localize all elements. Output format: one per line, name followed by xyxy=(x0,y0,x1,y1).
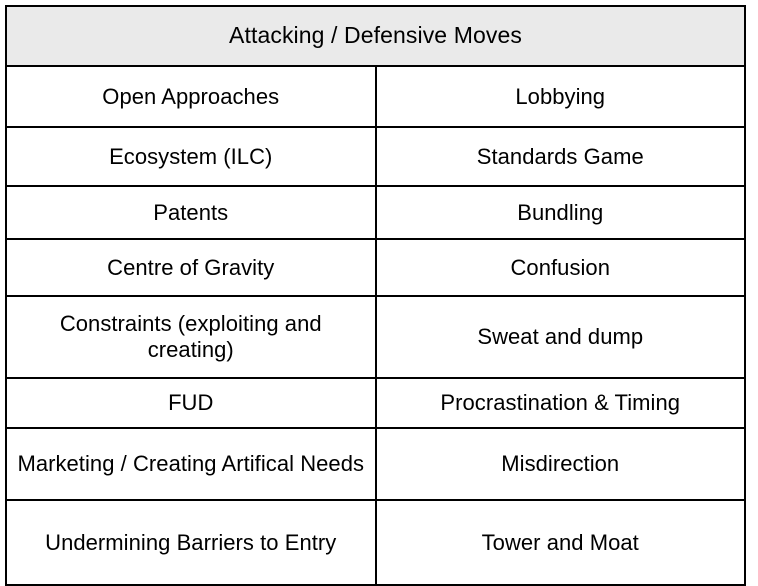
move-cell-left: Open Approaches xyxy=(5,65,377,128)
move-cell-left: Marketing / Creating Artifical Needs xyxy=(5,427,377,501)
move-cell-right: Bundling xyxy=(374,185,746,240)
move-cell-right: Standards Game xyxy=(374,126,746,187)
move-cell-left: Undermining Barriers to Entry xyxy=(5,499,377,586)
table-row: Centre of Gravity Confusion xyxy=(5,238,746,297)
table-row: Undermining Barriers to Entry Tower and … xyxy=(5,499,746,586)
table-header: Attacking / Defensive Moves xyxy=(5,5,746,67)
header-row: Attacking / Defensive Moves xyxy=(5,5,746,67)
table-row: Open Approaches Lobbying xyxy=(5,65,746,128)
table-title: Attacking / Defensive Moves xyxy=(5,5,746,67)
attacking-defensive-moves-table: Attacking / Defensive Moves Open Approac… xyxy=(5,5,746,586)
move-cell-right: Misdirection xyxy=(374,427,746,501)
table-row: Patents Bundling xyxy=(5,185,746,240)
move-cell-left: FUD xyxy=(5,377,377,429)
move-cell-right: Confusion xyxy=(374,238,746,297)
move-cell-left: Centre of Gravity xyxy=(5,238,377,297)
table-body: Open Approaches Lobbying Ecosystem (ILC)… xyxy=(5,65,746,586)
move-cell-left: Patents xyxy=(5,185,377,240)
table-row: Marketing / Creating Artifical Needs Mis… xyxy=(5,427,746,501)
move-cell-left: Constraints (exploiting and creating) xyxy=(5,295,377,379)
table-row: Constraints (exploiting and creating) Sw… xyxy=(5,295,746,379)
move-cell-right: Lobbying xyxy=(374,65,746,128)
move-cell-right: Sweat and dump xyxy=(374,295,746,379)
move-cell-left: Ecosystem (ILC) xyxy=(5,126,377,187)
table-row: FUD Procrastination & Timing xyxy=(5,377,746,429)
move-cell-right: Procrastination & Timing xyxy=(374,377,746,429)
move-cell-right: Tower and Moat xyxy=(374,499,746,586)
table-row: Ecosystem (ILC) Standards Game xyxy=(5,126,746,187)
